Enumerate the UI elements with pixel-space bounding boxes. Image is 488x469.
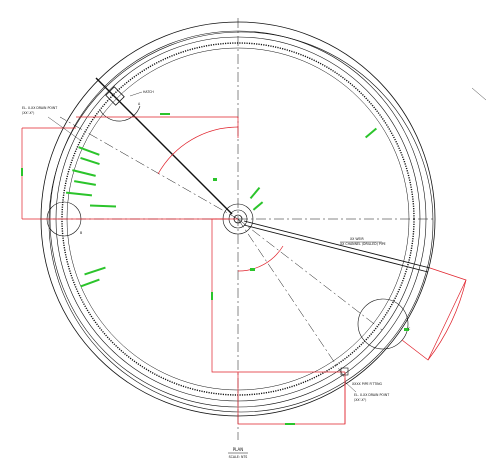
green-mark — [89, 204, 117, 208]
leader-hatch — [129, 91, 143, 97]
green-mark — [160, 113, 170, 115]
green-mark — [364, 127, 378, 139]
leader-top-left — [47, 116, 81, 141]
bridge-lines — [95, 77, 431, 273]
green-mark — [404, 328, 409, 331]
green-mark — [252, 201, 264, 211]
dim-top-left — [76, 116, 239, 138]
marker-b: B — [80, 231, 82, 235]
green-mark — [80, 156, 100, 166]
green-mark — [249, 186, 261, 200]
green-mark — [211, 292, 213, 300]
diag-centerline-b — [237, 218, 383, 331]
diag-centerline-a — [59, 116, 239, 220]
callout-drain-point-bottom-elev: (XX'-X") — [354, 398, 366, 402]
plan-scale: SCALE: NTS — [229, 455, 248, 459]
bridge-arm-right-a — [243, 220, 431, 269]
dim-right-wedge — [401, 267, 467, 361]
green-mark — [80, 278, 100, 288]
green-mark — [285, 423, 295, 425]
callout-channel-pipe: XX CHANNEL (DRILLED) PIPE — [340, 242, 386, 246]
drain-point-symbol — [340, 367, 349, 376]
green-mark — [72, 169, 96, 177]
callout-drain-point-top: EL. X.XX DRAIN POINT — [22, 106, 57, 110]
green-mark — [21, 168, 23, 176]
dim-bottom — [237, 372, 346, 425]
green-mark — [250, 268, 255, 271]
marker-c: C — [408, 327, 411, 331]
green-mark — [65, 191, 93, 197]
detail-arc-top — [99, 105, 141, 122]
bridge-arm-left — [95, 77, 233, 215]
dim-lower-box — [211, 218, 345, 373]
green-mark — [73, 180, 97, 186]
leaders — [47, 87, 487, 393]
diag-centerline-c — [237, 218, 346, 379]
callout-drain-point-bottom: EL. X.XX DRAIN POINT — [354, 393, 389, 397]
angle-arc-top — [157, 126, 239, 175]
bridge-arm-right-b — [243, 224, 429, 273]
plan-title: PLAN — [233, 447, 243, 452]
callout-weir: XX WEIR — [350, 237, 364, 241]
green-mark — [84, 266, 106, 276]
green-annotations — [21, 113, 409, 425]
detail-circle-right — [357, 298, 409, 350]
detail-circles — [46, 105, 409, 350]
leader-bottom — [344, 381, 357, 393]
green-mark — [78, 146, 100, 156]
edge-stub — [471, 87, 487, 101]
callout-hatch: HATCH — [143, 90, 154, 94]
dim-right-arc — [427, 279, 467, 361]
offset-ring — [48, 31, 434, 413]
callout-drain-point-top-elev: (XX'-X") — [22, 111, 34, 115]
marker-a: A — [138, 102, 141, 106]
angle-arc-lower — [237, 245, 284, 272]
callout-pipe-fitting: XXXX PIPE FITTING — [352, 382, 382, 386]
green-mark — [213, 178, 217, 181]
hatch-box — [105, 86, 125, 106]
